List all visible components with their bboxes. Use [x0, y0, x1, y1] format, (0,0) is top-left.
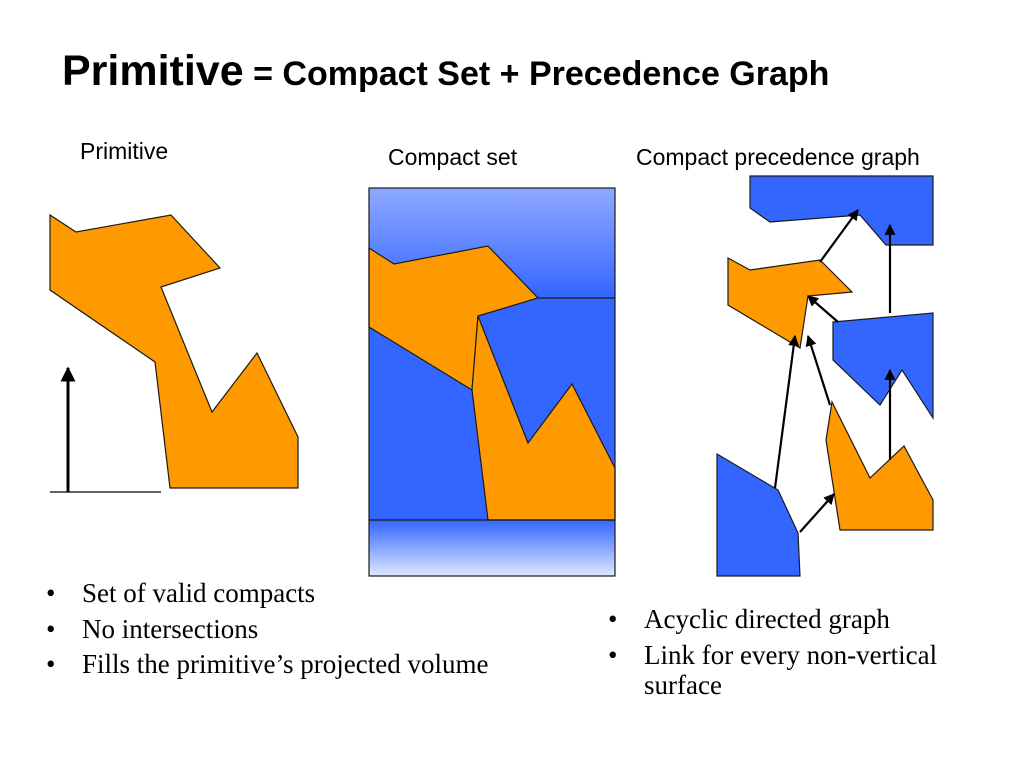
- primitive-shape: [49, 213, 299, 489]
- compact-set-frame: [368, 187, 616, 577]
- bullets-right-list: Acyclic directed graph Link for every no…: [606, 604, 1006, 706]
- bullet-item: Link for every non-vertical surface: [606, 640, 1006, 700]
- edge-orange-lower-to-orange-upper: [805, 334, 832, 406]
- edge-blue-middle-to-orange-upper: [807, 295, 839, 323]
- compact-set-panel: [368, 187, 616, 577]
- bullets-left-list: Set of valid compacts No intersections F…: [44, 578, 524, 684]
- compact-set-bottom-band: [369, 520, 615, 576]
- primitive-panel: [49, 213, 299, 493]
- compact-orange-upper: [368, 245, 540, 392]
- graph-node-blue-bottom: [716, 452, 801, 577]
- slide-title-main: Primitive: [62, 47, 244, 95]
- bullet-item: Set of valid compacts: [44, 578, 524, 608]
- graph-node-orange-upper: [727, 256, 854, 349]
- precedence-graph-panel: [716, 175, 934, 577]
- bullet-item: Fills the primitive’s projected volume: [44, 650, 524, 678]
- slide-title-rest: = Compact Set + Precedence Graph: [243, 55, 830, 93]
- graph-node-blue-middle: [832, 312, 934, 421]
- bullet-item: Acyclic directed graph: [606, 604, 1006, 634]
- edge-blue-bottom-to-orange-upper: [773, 334, 800, 489]
- graph-node-blue-top: [749, 175, 934, 246]
- primitive-label: Primitive: [80, 138, 169, 164]
- slide-title: Primitive = Compact Set + Precedence Gra…: [62, 50, 829, 93]
- compact-set-label: Compact set: [388, 144, 518, 170]
- edge-blue-bottom-to-orange-lower: [799, 493, 835, 533]
- precedence-graph-label: Compact precedence graph: [636, 144, 920, 170]
- bullet-item: No intersections: [44, 614, 524, 644]
- edge-orange-upper-to-blue-top: [819, 209, 859, 263]
- graph-node-orange-lower: [825, 400, 934, 531]
